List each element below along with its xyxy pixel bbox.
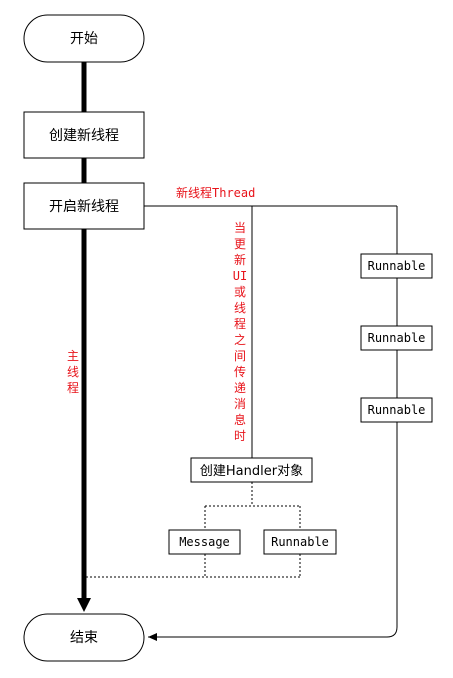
runnable-to-end-line — [148, 626, 398, 641]
update-ui-char-8: 之 — [234, 333, 246, 347]
start-label: 开始 — [70, 31, 98, 47]
update-ui-char-7: 程 — [234, 316, 246, 331]
update-ui-char-1: 当 — [234, 221, 246, 235]
message-node — [168, 529, 241, 555]
update-ui-char-14: 时 — [234, 429, 246, 443]
new-thread-annotation: 新线程Thread — [176, 185, 255, 200]
runnable-node-2 — [360, 325, 433, 351]
update-ui-char-11: 递 — [234, 381, 246, 395]
update-ui-char-2: 更 — [234, 237, 246, 251]
update-ui-char-9: 间 — [234, 349, 246, 363]
end-node — [23, 613, 145, 662]
main-thread-arrowhead — [77, 598, 91, 612]
runnable-node-3 — [360, 397, 433, 423]
message-label: Message — [179, 535, 230, 549]
runnable-label-1: Runnable — [368, 259, 426, 273]
update-ui-char-6: 线 — [234, 301, 246, 315]
update-ui-char-12: 消 — [234, 397, 246, 411]
update-ui-char-5: 或 — [234, 285, 246, 299]
update-ui-char-4: UI — [233, 269, 247, 283]
update-ui-char-13: 息 — [234, 412, 246, 427]
update-ui-char-3: 新 — [234, 252, 246, 267]
runnable-handler-node — [263, 529, 337, 555]
runnable-label-3: Runnable — [368, 403, 426, 417]
end-label: 结束 — [70, 630, 98, 646]
create-thread-label: 创建新线程 — [49, 128, 119, 144]
start-thread-label: 开启新线程 — [49, 199, 119, 215]
main-thread-char-3: 程 — [67, 380, 79, 395]
start-node — [23, 14, 145, 63]
main-thread-char-2: 线 — [67, 365, 79, 379]
main-thread-char-1: 主 — [67, 349, 79, 363]
start-thread-node — [23, 182, 145, 230]
runnable-handler-label: Runnable — [271, 535, 329, 549]
create-handler-label: 创建Handler对象 — [200, 464, 303, 479]
create-thread-node — [23, 111, 145, 159]
runnable-label-2: Runnable — [368, 331, 426, 345]
create-handler-node — [190, 457, 313, 483]
update-ui-char-10: 传 — [234, 364, 246, 379]
runnable-node-1 — [360, 253, 433, 279]
